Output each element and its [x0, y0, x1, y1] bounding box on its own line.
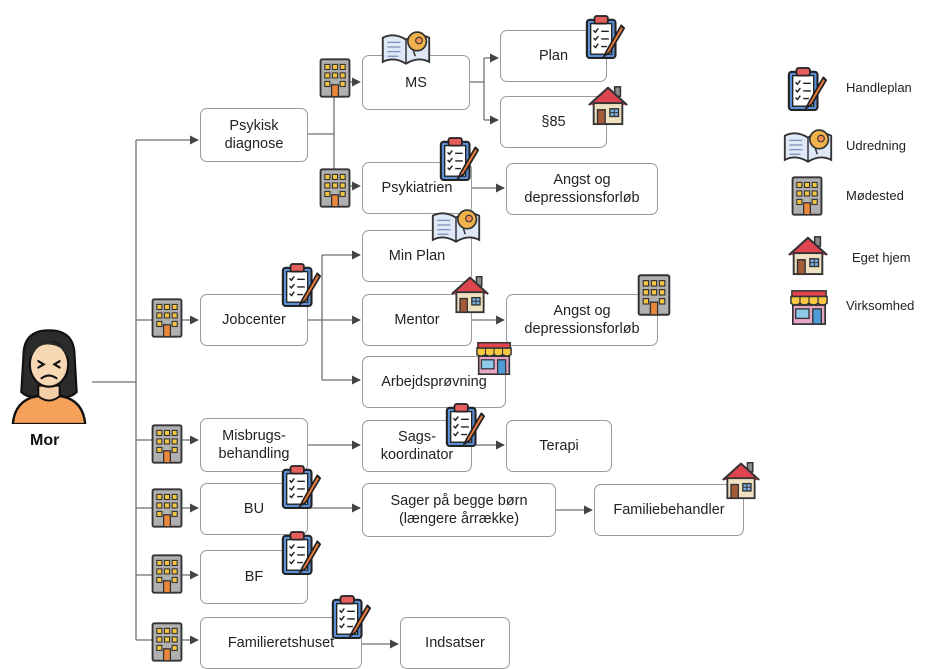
legend-label-eget-hjem: Eget hjem	[852, 250, 911, 265]
house-icon	[721, 461, 761, 500]
node-misbrugsbehandling: Misbrugs- behandling	[200, 418, 308, 472]
node-angst-depressionsforloeb-1: Angst og depressionsforløb	[506, 163, 658, 215]
book-head-icon	[431, 209, 481, 243]
legend-label-handleplan: Handleplan	[846, 80, 912, 95]
node-ms: MS	[362, 55, 470, 110]
book-head-icon	[381, 31, 431, 65]
building-icon	[151, 488, 183, 528]
building-icon	[151, 554, 183, 594]
legend-label-udredning: Udredning	[846, 138, 906, 153]
node-angst-depressionsforloeb-2: Angst og depressionsforløb	[506, 294, 658, 346]
shop-icon	[790, 289, 828, 325]
node-psykisk-diagnose: Psykisk diagnose	[200, 108, 308, 162]
shop-icon	[476, 341, 512, 376]
node-sager-paa-begge-boern: Sager på begge børn (længere årrække)	[362, 483, 556, 537]
clipboard-pen-icon	[281, 262, 322, 308]
clipboard-pen-icon	[585, 14, 626, 60]
building-icon	[791, 176, 823, 216]
sad-woman-avatar	[11, 329, 87, 424]
building-icon	[319, 58, 351, 98]
clipboard-pen-icon	[281, 530, 322, 576]
building-icon	[151, 298, 183, 338]
node-mentor: Mentor	[362, 294, 472, 346]
node-terapi: Terapi	[506, 420, 612, 472]
person-label: Mor	[30, 432, 60, 449]
node-indsatser: Indsatser	[400, 617, 510, 669]
legend-label-modested: Mødested	[846, 188, 904, 203]
clipboard-pen-icon	[787, 66, 828, 112]
building-icon	[637, 274, 671, 316]
building-icon	[151, 424, 183, 464]
building-icon	[319, 168, 351, 208]
building-icon	[151, 622, 183, 662]
node-familiebehandler: Familiebehandler	[594, 484, 744, 536]
house-icon	[787, 235, 829, 276]
clipboard-pen-icon	[445, 402, 486, 448]
clipboard-pen-icon	[331, 594, 372, 640]
clipboard-pen-icon	[281, 464, 322, 510]
legend-label-virksomhed: Virksomhed	[846, 298, 915, 313]
house-icon	[450, 275, 490, 314]
node-bf: BF	[200, 550, 308, 604]
house-icon	[587, 85, 629, 126]
book-head-icon	[783, 129, 833, 163]
clipboard-pen-icon	[439, 136, 480, 182]
